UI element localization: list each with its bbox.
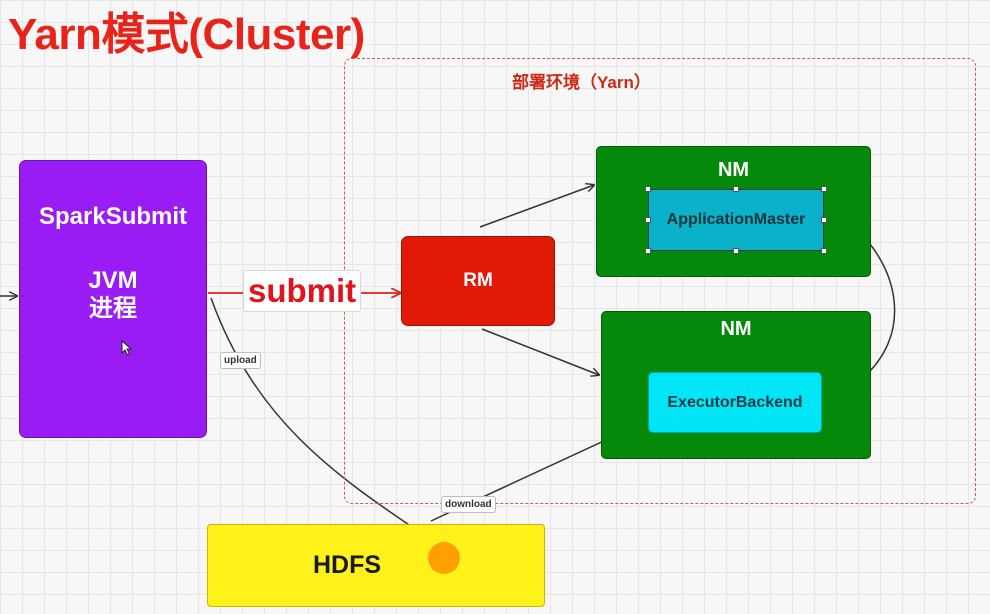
spark-submit-label: SparkSubmit xyxy=(38,203,188,230)
nm-top-label: NM xyxy=(717,159,750,181)
selection-handle[interactable] xyxy=(821,217,827,223)
rm-to-nm-top-arrow xyxy=(479,185,594,228)
rm-node[interactable]: RM xyxy=(401,236,555,326)
upload-arrow xyxy=(210,297,421,533)
selection-handle[interactable] xyxy=(645,248,651,254)
jvm-label: JVM 进程 xyxy=(88,267,137,323)
environment-label: 部署环境（Yarn） xyxy=(512,73,651,92)
selection-handle[interactable] xyxy=(645,217,651,223)
selection-handle[interactable] xyxy=(733,248,739,254)
hdfs-label: HDFS xyxy=(312,551,382,579)
process-text: 进程 xyxy=(88,295,137,322)
application-master-node[interactable]: ApplicationMaster xyxy=(648,189,824,251)
mouse-pointer-icon xyxy=(121,340,133,356)
hdfs-node[interactable]: HDFS xyxy=(207,524,545,607)
diagram-title: Yarn模式(Cluster) xyxy=(8,10,365,59)
download-edge-label[interactable]: download xyxy=(441,496,496,513)
submit-edge-label[interactable]: submit xyxy=(243,270,362,312)
rm-to-nm-bottom-arrow xyxy=(481,328,599,375)
executor-backend-node[interactable]: ExecutorBackend xyxy=(648,372,822,433)
application-master-label: ApplicationMaster xyxy=(666,211,806,228)
selection-handle[interactable] xyxy=(645,186,651,192)
spark-submit-node[interactable]: SparkSubmit JVM 进程 xyxy=(19,160,207,438)
executor-backend-label: ExecutorBackend xyxy=(667,393,803,411)
status-dot-icon xyxy=(428,542,460,574)
jvm-text: JVM xyxy=(88,267,138,294)
upload-edge-label[interactable]: upload xyxy=(220,352,261,369)
nm-bottom-label: NM xyxy=(720,318,752,340)
selection-handle[interactable] xyxy=(821,186,827,192)
selection-handle[interactable] xyxy=(733,186,739,192)
selection-handle[interactable] xyxy=(821,248,827,254)
